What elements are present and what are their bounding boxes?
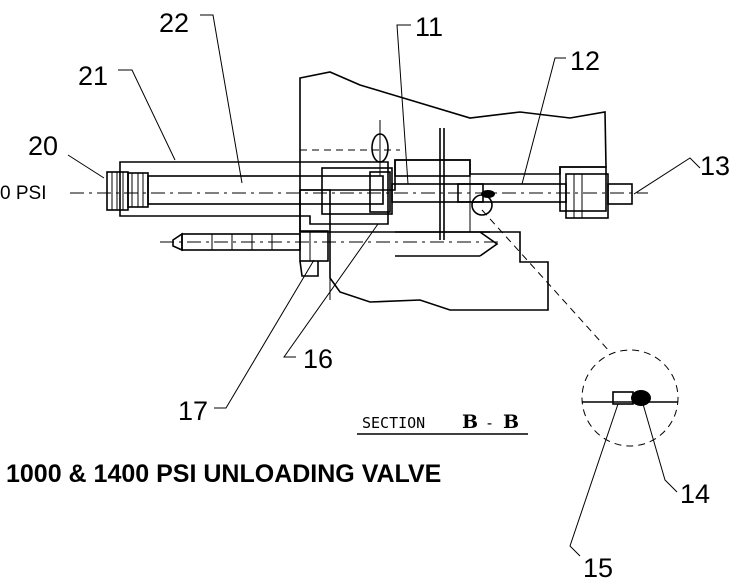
- callout-15: 15: [583, 553, 613, 583]
- spring-seat: [321, 167, 393, 215]
- callout-14: 14: [680, 479, 710, 509]
- callout-22: 22: [159, 8, 189, 38]
- callout-17: 17: [178, 396, 208, 426]
- callout-12: 12: [570, 46, 600, 76]
- section-letter-a: B: [462, 411, 478, 433]
- leader-lines: [67, 14, 701, 557]
- callout-11: 11: [415, 12, 443, 42]
- callout-21: 21: [78, 61, 108, 91]
- lower-fitting: [160, 230, 500, 277]
- drawing-title: 1000 & 1400 PSI UNLOADING VALVE: [6, 460, 441, 488]
- pump-body: [299, 71, 607, 311]
- section-letter-b: B: [503, 411, 519, 433]
- end-cap: [565, 173, 633, 219]
- callout-16: 16: [303, 344, 333, 374]
- passage-lines: [300, 120, 499, 257]
- callout-20: 20: [28, 131, 58, 161]
- section-separator: -: [485, 414, 494, 432]
- pressure-note: 0 PSI: [0, 183, 46, 204]
- section-label: SECTION B - B: [357, 411, 528, 435]
- detail-view: [481, 209, 679, 447]
- section-prefix: SECTION: [362, 414, 425, 432]
- callout-13: 13: [700, 151, 730, 181]
- adjusting-nut: [106, 171, 129, 211]
- valve-stem: [391, 128, 567, 240]
